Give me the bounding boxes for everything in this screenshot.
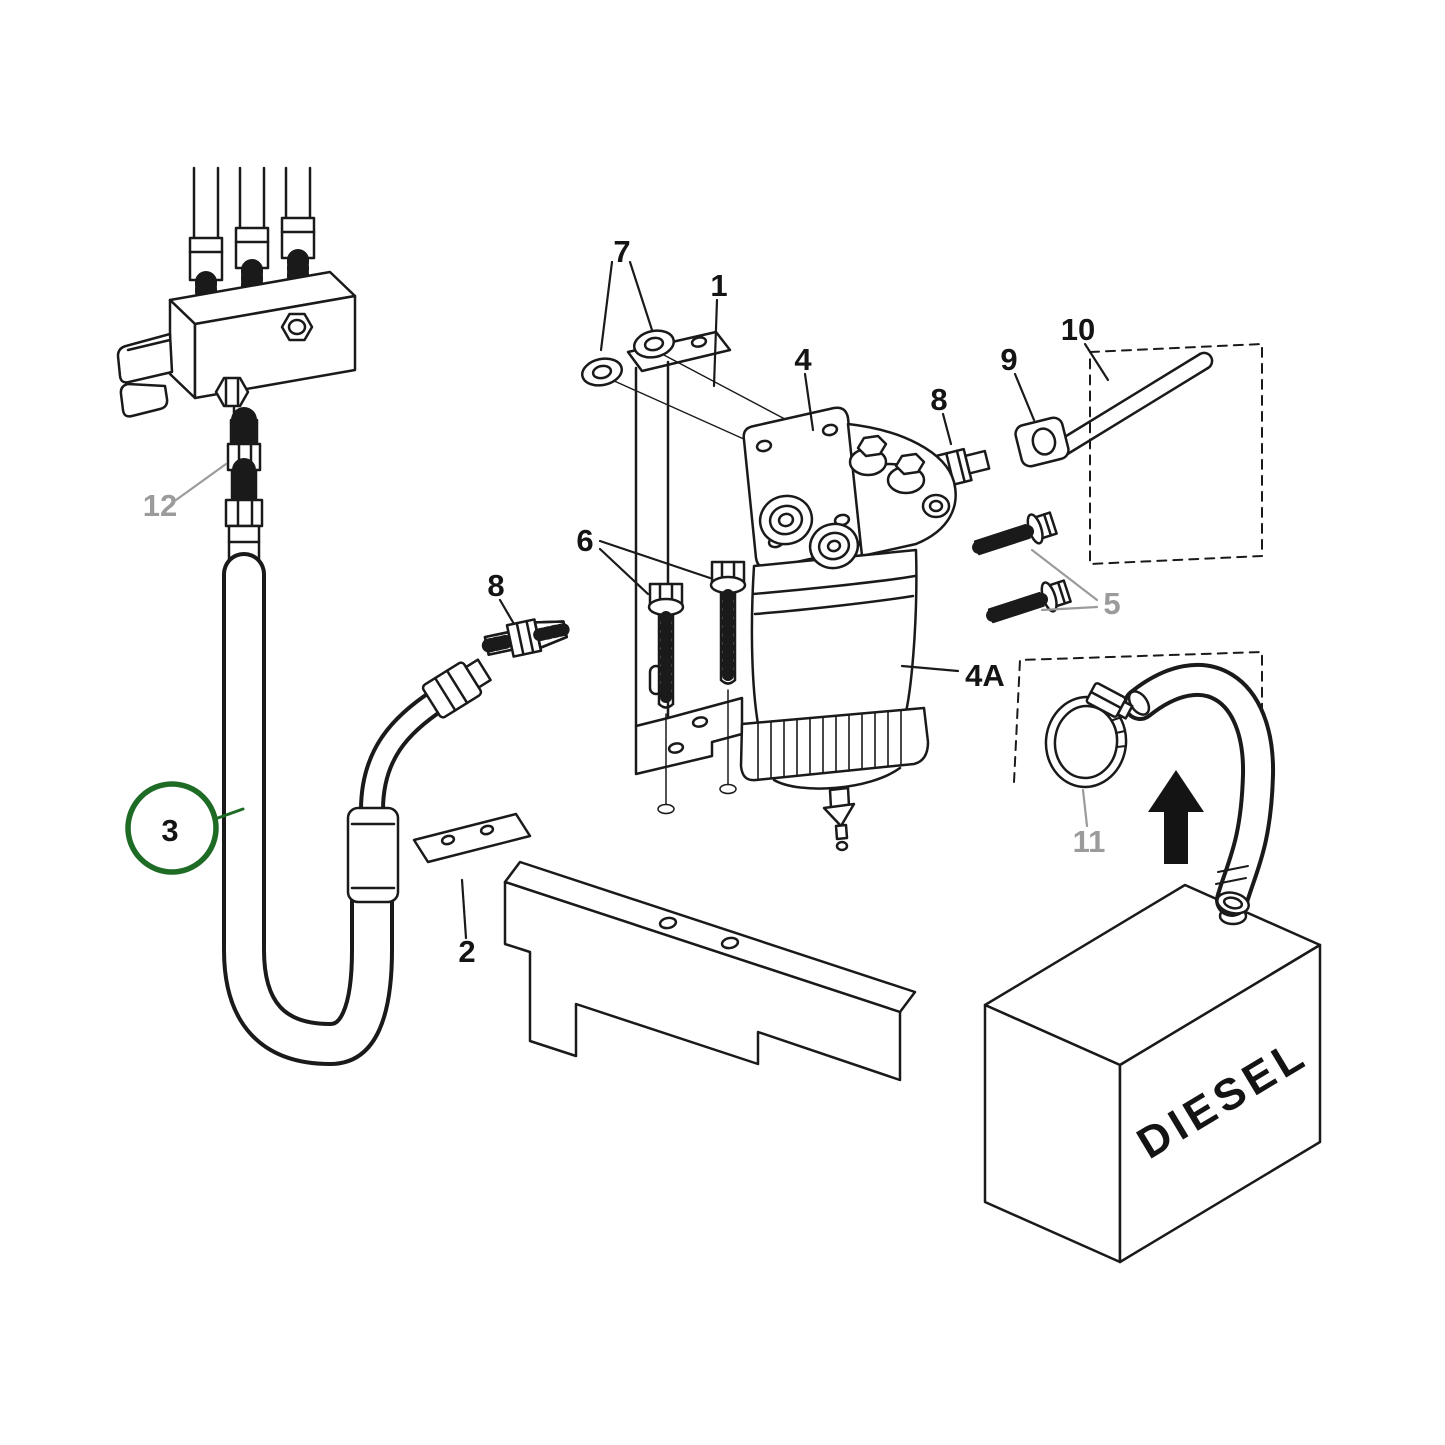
label-3: 3: [161, 813, 178, 848]
dashed-box-bottom-right: [1013, 651, 1263, 783]
nut-9: [1014, 416, 1070, 468]
bolt-6-left: [647, 582, 685, 709]
bowl-ribbed-collar: [739, 706, 930, 790]
label-9: 9: [1000, 342, 1017, 377]
label-2: 2: [458, 934, 475, 969]
mounting-plate-2: [412, 812, 532, 864]
bolt-6-right: [709, 560, 747, 685]
label-5: 5: [1103, 586, 1120, 621]
channel-bracket: [503, 860, 917, 1082]
relief-valve: [116, 332, 250, 422]
hose-3: [222, 498, 492, 1066]
tube-10: [1056, 351, 1214, 457]
bracket-1: [626, 330, 744, 776]
filter-bowl-4a: [750, 548, 918, 726]
bolt-5-lower: [984, 579, 1072, 624]
dashed-box-top-right: [1089, 343, 1263, 565]
label-7: 7: [613, 234, 630, 269]
highlight-circle-3: [125, 781, 245, 875]
up-arrow-icon: [1148, 770, 1204, 864]
label-8-left: 8: [487, 568, 504, 603]
filter-head-ports: [758, 494, 860, 570]
drain-valve: [822, 786, 856, 852]
leader-lines: [460, 260, 1110, 940]
fitting-12: [226, 407, 262, 510]
label-10: 10: [1061, 312, 1095, 347]
label-6: 6: [576, 523, 593, 558]
label-12: 12: [143, 488, 177, 523]
clamp-11: [1044, 682, 1134, 789]
label-1: 1: [710, 268, 727, 303]
manifold-block: [168, 270, 357, 400]
fitting-8-left: [481, 618, 570, 658]
bolt-5-upper: [970, 511, 1058, 556]
bolt-6-centerlines: [657, 689, 737, 815]
washers-7: [581, 329, 675, 387]
leader-lines-gray: [174, 462, 1099, 828]
label-4: 4: [794, 342, 812, 377]
label-4a: 4A: [965, 658, 1005, 693]
fuel-hose-right: [1123, 662, 1276, 917]
label-11: 11: [1073, 824, 1106, 859]
label-8-right: 8: [930, 382, 947, 417]
